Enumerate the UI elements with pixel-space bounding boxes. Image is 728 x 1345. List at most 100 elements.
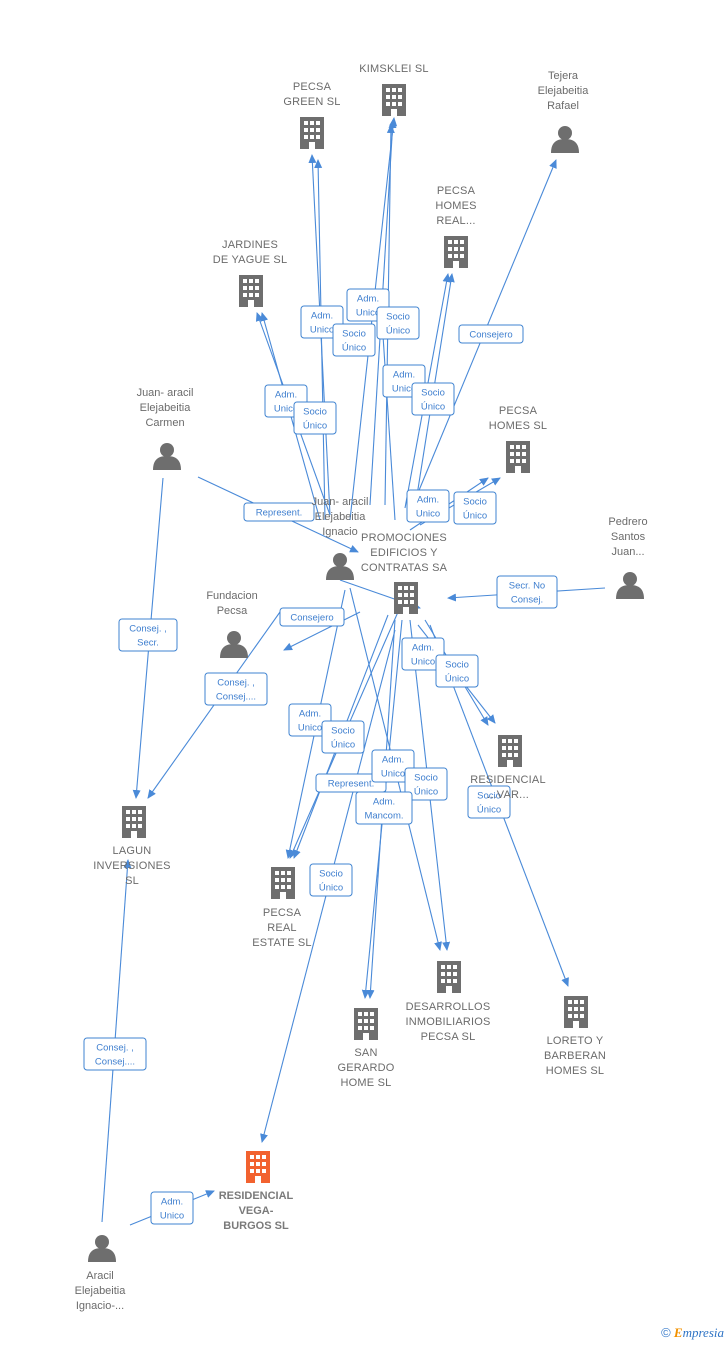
- edge-label-e15[interactable]: Consej. ,Secr.: [118, 618, 178, 652]
- edge-label-e27[interactable]: Consej. ,Consej....: [83, 1037, 147, 1071]
- edge-label-text: Adm.: [275, 390, 297, 401]
- edge-label-e24[interactable]: Adm. Mancom.: [355, 791, 413, 825]
- node-label: Rafael: [547, 100, 579, 112]
- edge-label-box: [458, 324, 524, 344]
- edge-label-e16[interactable]: Consej. ,Consej....: [204, 672, 268, 706]
- node-label: Aracil: [86, 1270, 114, 1282]
- edge-label-e22[interactable]: Adm.Unico: [371, 749, 415, 783]
- node-label: KIMSKLEI SL: [359, 63, 428, 75]
- edge-label-e19[interactable]: Adm.Unico: [288, 703, 332, 737]
- building-icon: [122, 806, 146, 838]
- node-label: ESTATE SL: [252, 937, 311, 949]
- node-label: Fundacion: [206, 590, 257, 602]
- edge-label-text: Único: [331, 740, 355, 751]
- node-label: Carmen: [145, 417, 184, 429]
- node-label: Tejera: [548, 70, 579, 82]
- node-kimsklei[interactable]: KIMSKLEI SL: [359, 63, 429, 116]
- edge-label-text: Adm.: [373, 797, 395, 808]
- edge-label-text: Adm.: [412, 643, 434, 654]
- node-label: INVERSIONES: [93, 860, 170, 872]
- node-label: Ignacio: [322, 526, 357, 538]
- node-aracil-ignacio[interactable]: AracilElejabeitiaIgnacio-...: [75, 1235, 127, 1312]
- edge-label-text: Adm.: [161, 1197, 183, 1208]
- edge-label-e21[interactable]: Represent.: [315, 773, 387, 793]
- node-label: PECSA: [437, 185, 476, 197]
- node-pecsa-homes-real[interactable]: PECSAHOMESREAL...: [435, 185, 476, 268]
- node-label: GERARDO: [337, 1062, 394, 1074]
- edge-label-box: [204, 672, 268, 706]
- edge-label-box: [404, 767, 448, 801]
- edge-label-e10[interactable]: Represent.: [243, 502, 315, 522]
- building-icon: [382, 84, 406, 116]
- brand-watermark: © Empresia: [661, 1325, 724, 1341]
- copyright-icon: ©: [661, 1325, 671, 1340]
- edge-label-text: Consej....: [95, 1057, 135, 1068]
- edge-label-text: Único: [342, 343, 366, 354]
- edge-label-e17[interactable]: Adm.Unico: [401, 637, 445, 671]
- edge-label-text: Mancom.: [364, 811, 403, 822]
- edge-label-e28[interactable]: Adm.Unico: [150, 1191, 194, 1225]
- edge-label-e14[interactable]: Consejero: [279, 607, 345, 627]
- edge-label-text: Único: [421, 402, 445, 413]
- edge-label-box: [401, 637, 445, 671]
- node-label: BURGOS SL: [223, 1220, 289, 1232]
- node-pedrero[interactable]: PedreroSantosJuan...: [608, 516, 648, 599]
- node-label: PECSA: [293, 81, 332, 93]
- person-icon: [220, 631, 248, 658]
- edge-label-text: Socio: [331, 726, 355, 737]
- building-icon: [498, 735, 522, 767]
- edge-label-box: [118, 618, 178, 652]
- node-label: EDIFICIOS Y: [370, 547, 438, 559]
- building-icon: [271, 867, 295, 899]
- edge-label-box: [288, 703, 332, 737]
- edge-label-e11[interactable]: Adm.Unico: [406, 489, 450, 523]
- edge-label-text: Socio: [386, 312, 410, 323]
- edge-label-box: [406, 489, 450, 523]
- edge-label-text: Adm.: [393, 370, 415, 381]
- edge-label-text: Adm.: [311, 311, 333, 322]
- building-icon: [506, 441, 530, 473]
- edge-label-box: [243, 502, 315, 522]
- edge-label-box: [467, 785, 511, 819]
- node-label: REAL...: [436, 215, 475, 227]
- edge-label-e5[interactable]: Consejero: [458, 324, 524, 344]
- edge-label-text: Represent.: [328, 779, 374, 790]
- edge-label-box: [453, 491, 497, 525]
- edge-label-text: Unico: [274, 404, 298, 415]
- edge-label-text: Socio: [421, 388, 445, 399]
- node-residencial-var[interactable]: RESIDENCIAL...VAR...: [470, 735, 546, 801]
- node-label: PECSA: [499, 405, 538, 417]
- edge-label-text: Único: [414, 787, 438, 798]
- edge-label-text: Adm.: [417, 495, 439, 506]
- edge-label-text: Socio: [477, 791, 501, 802]
- edge-label-text: Único: [463, 511, 487, 522]
- node-label: Santos: [611, 531, 646, 543]
- node-label: Pecsa: [217, 605, 248, 617]
